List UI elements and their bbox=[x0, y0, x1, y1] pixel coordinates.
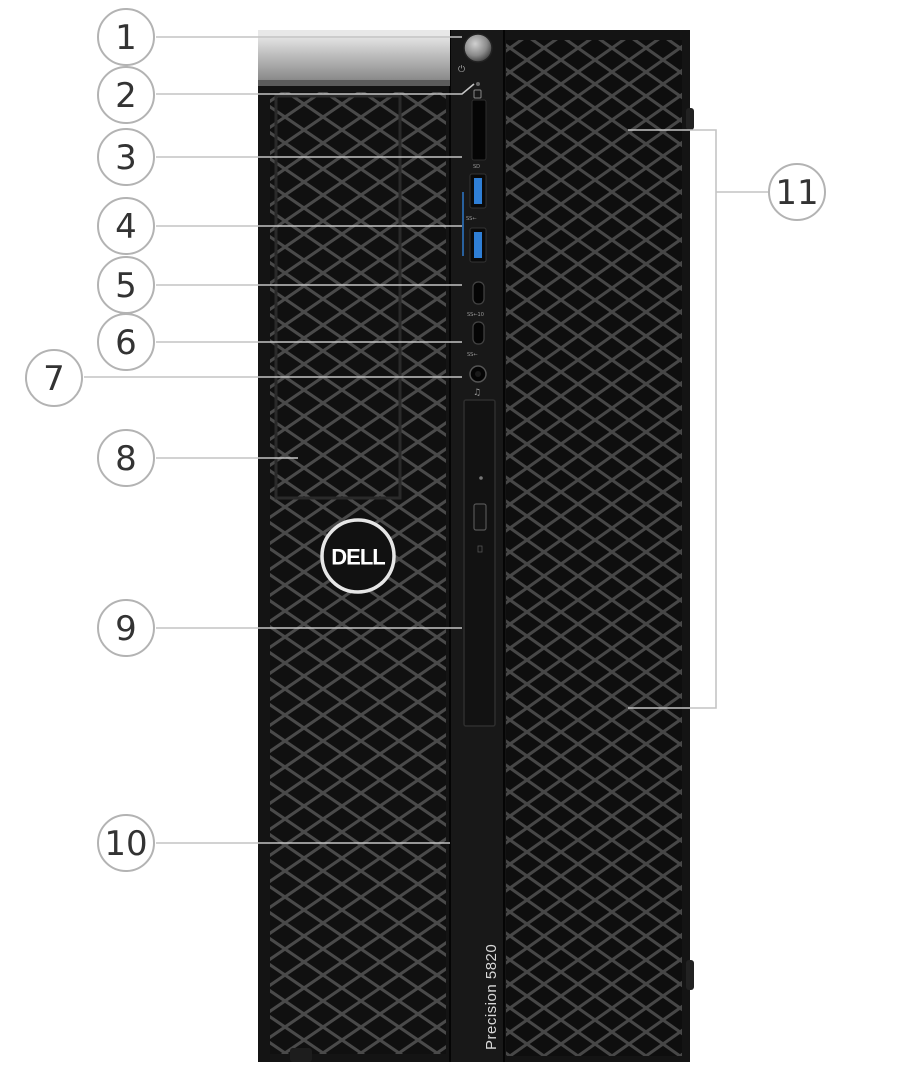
svg-text:5: 5 bbox=[115, 266, 137, 306]
svg-text:3: 3 bbox=[115, 138, 137, 178]
callout-3: 3 bbox=[97, 128, 155, 186]
dell-logo: DELL bbox=[320, 518, 396, 594]
svg-text:6: 6 bbox=[115, 323, 137, 363]
io-panel: ⏻ SD SS← SS←10 SS← ♫ bbox=[458, 33, 496, 727]
svg-text:2: 2 bbox=[115, 76, 137, 116]
headset-icon: ♫ bbox=[473, 388, 481, 398]
hard-drive-icon bbox=[473, 89, 482, 99]
model-label: Precision 5820 bbox=[483, 944, 500, 1050]
leader-lines bbox=[84, 36, 768, 844]
usb-c-2-label: SS← bbox=[467, 352, 478, 358]
sd-label: SD bbox=[473, 164, 480, 170]
callout-6: 6 bbox=[97, 313, 155, 371]
side-vent bbox=[506, 40, 682, 1056]
usb-a-label: SS← bbox=[466, 216, 477, 222]
sd-card-reader[interactable] bbox=[471, 99, 487, 161]
callout-4: 4 bbox=[97, 197, 155, 255]
svg-text:1: 1 bbox=[115, 18, 137, 58]
logo-text: DELL bbox=[331, 545, 385, 570]
callouts: 1 2 3 4 5 6 7 8 bbox=[25, 8, 826, 872]
callout-7: 7 bbox=[25, 349, 83, 407]
callout-5: 5 bbox=[97, 256, 155, 314]
usb-type-c-port-lower[interactable] bbox=[472, 321, 485, 345]
power-icon: ⏻ bbox=[458, 64, 465, 75]
optical-drive[interactable] bbox=[463, 399, 496, 727]
callout-10: 10 bbox=[97, 814, 155, 872]
callout-8: 8 bbox=[97, 429, 155, 487]
callout-11: 11 bbox=[768, 163, 826, 221]
power-button[interactable] bbox=[463, 33, 493, 63]
svg-text:7: 7 bbox=[43, 359, 65, 399]
hard-drive-activity-light bbox=[476, 82, 480, 86]
svg-text:8: 8 bbox=[115, 439, 137, 479]
optical-drive-eject-button[interactable] bbox=[473, 503, 487, 531]
callout-9: 9 bbox=[97, 599, 155, 657]
usb-c-1-label: SS←10 bbox=[467, 312, 484, 318]
callout-2: 2 bbox=[97, 66, 155, 124]
svg-text:9: 9 bbox=[115, 609, 137, 649]
svg-text:10: 10 bbox=[104, 824, 147, 864]
callout-1: 1 bbox=[97, 8, 155, 66]
svg-text:11: 11 bbox=[775, 173, 818, 213]
usb-type-c-port-upper[interactable] bbox=[472, 281, 485, 305]
carry-handle bbox=[258, 30, 450, 86]
svg-text:4: 4 bbox=[115, 207, 137, 247]
